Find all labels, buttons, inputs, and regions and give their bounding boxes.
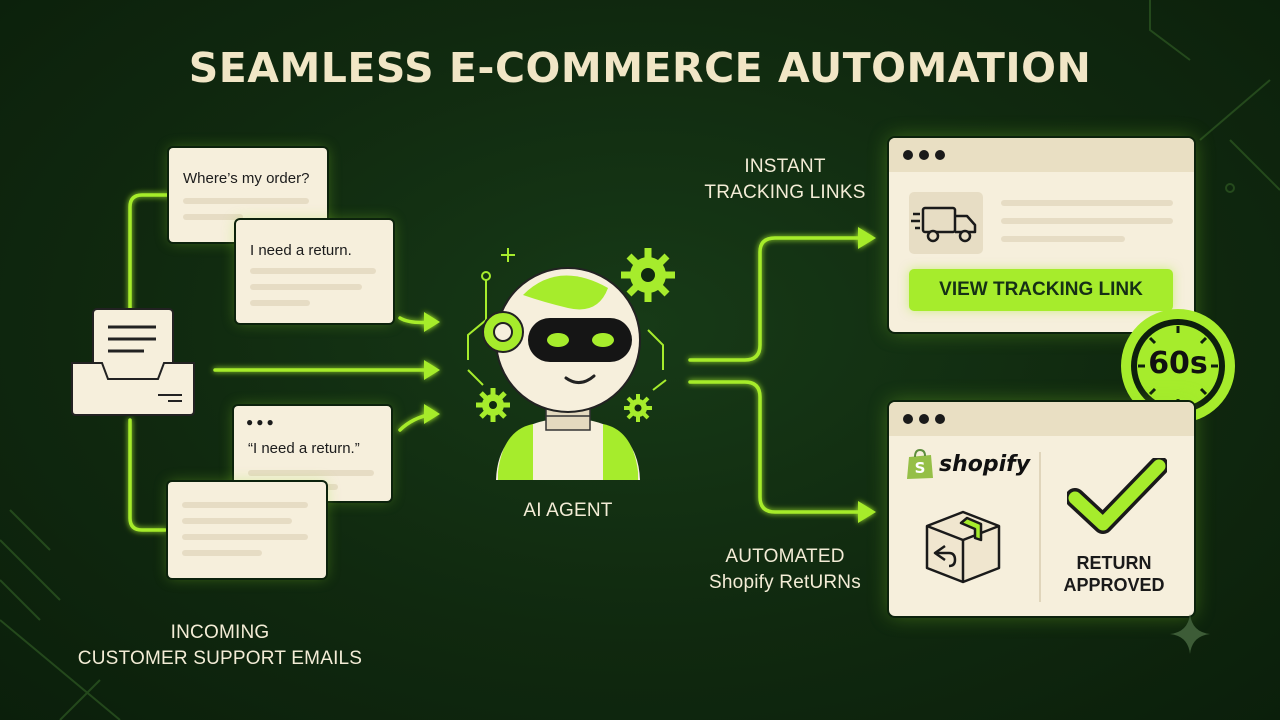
window-titlebar	[889, 402, 1194, 436]
email-subject: “I need a return.”	[248, 440, 360, 457]
email-card[interactable]	[168, 482, 326, 578]
email-card[interactable]: I need a return.	[236, 220, 393, 323]
checkmark-icon	[1065, 456, 1169, 543]
page-title: SEAMLESS E-COMMERCE AUTOMATION	[188, 44, 1092, 92]
return-box-icon	[919, 498, 1005, 589]
shopify-logo: shopify	[939, 452, 1031, 477]
stopwatch-icon: 60s	[1118, 306, 1238, 426]
tracking-label-line2: TRACKING LINKS	[704, 182, 866, 203]
svg-text:S: S	[915, 459, 926, 477]
return-status: RETURN APPROVED	[1044, 552, 1184, 596]
truck-icon	[909, 192, 983, 254]
returns-panel: S shopify RETURN APPROVED	[889, 402, 1194, 616]
incoming-label-line2: CUSTOMER SUPPORT EMAILS	[77, 648, 363, 669]
shopify-bag-icon: S	[907, 448, 933, 479]
return-status-line1: RETURN	[1076, 553, 1152, 573]
gear-icon	[621, 248, 675, 302]
window-titlebar	[889, 138, 1194, 172]
inbox-icon	[68, 305, 198, 422]
returns-label: AUTOMATED Shopify RetURNs	[680, 544, 890, 596]
incoming-label: INCOMING CUSTOMER SUPPORT EMAILS	[60, 620, 380, 672]
view-tracking-link-button[interactable]: VIEW TRACKING LINK	[909, 269, 1173, 311]
incoming-label-line1: INCOMING	[170, 622, 270, 643]
tracking-label-line1: INSTANT	[744, 156, 826, 177]
tracking-label: INSTANT TRACKING LINKS	[680, 154, 890, 206]
return-status-line2: APPROVED	[1063, 575, 1165, 595]
ai-agent-label: AI AGENT	[523, 500, 613, 521]
window-dots: ●●●	[246, 415, 277, 429]
sparkle-icon	[1168, 612, 1212, 661]
returns-label-line2: Shopify RetURNs	[709, 572, 861, 593]
email-subject: Where’s my order?	[183, 170, 310, 187]
returns-label-line1: AUTOMATED	[725, 546, 845, 567]
email-subject: I need a return.	[250, 242, 352, 259]
tracking-panel: VIEW TRACKING LINK	[889, 138, 1194, 332]
robot-icon	[448, 240, 688, 485]
timer-value: 60s	[1148, 346, 1208, 381]
